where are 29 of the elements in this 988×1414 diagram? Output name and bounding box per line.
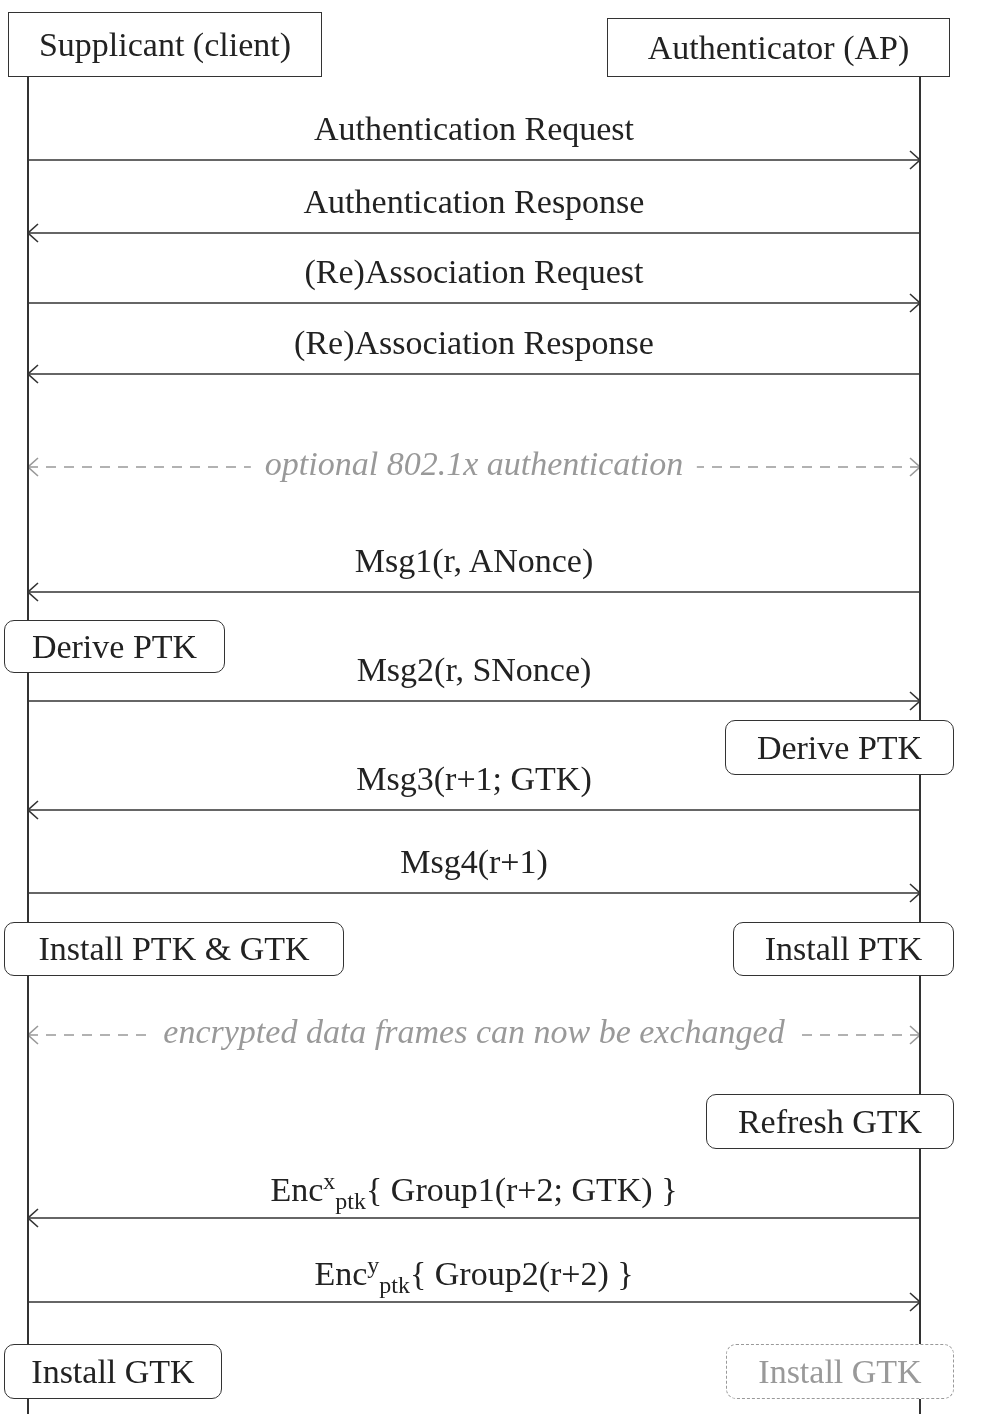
message-label: Msg3(r+1; GTK) — [356, 760, 592, 798]
message-label: Authentication Response — [303, 183, 645, 221]
action-box: Install GTK — [726, 1344, 954, 1399]
message-label: Msg4(r+1) — [400, 843, 548, 881]
action-box: Install PTK — [733, 922, 954, 976]
message-arrow — [27, 223, 921, 243]
message-arrow — [27, 800, 921, 820]
message-arrow — [27, 150, 921, 170]
participant-box: Authenticator (AP) — [607, 18, 950, 77]
message-label: (Re)Association Response — [294, 324, 654, 362]
message-arrow — [27, 691, 921, 711]
message-arrow — [27, 1292, 921, 1312]
message-label: Msg1(r, ANonce) — [354, 542, 594, 580]
action-box: Install PTK & GTK — [4, 922, 344, 976]
message-arrow — [27, 582, 921, 602]
message-arrow — [27, 293, 921, 313]
message-label: Enc$^{y}$$_{ptk}${ Group2(r+2) } — [314, 1252, 634, 1299]
message-label: (Re)Association Request — [304, 253, 644, 291]
message-arrow — [27, 364, 921, 384]
action-box: Derive PTK — [4, 620, 225, 673]
message-arrow — [27, 1208, 921, 1228]
message-label: Authentication Request — [313, 110, 635, 148]
action-box: Derive PTK — [725, 720, 954, 775]
participant-box: Supplicant (client) — [8, 12, 322, 77]
action-box: Refresh GTK — [706, 1094, 954, 1149]
message-label: Enc$^{x}$$_{ptk}${ Group1(r+2; GTK) } — [270, 1168, 678, 1215]
message-label: Msg2(r, SNonce) — [356, 651, 592, 689]
message-arrow — [27, 883, 921, 903]
action-box: Install GTK — [4, 1344, 222, 1399]
